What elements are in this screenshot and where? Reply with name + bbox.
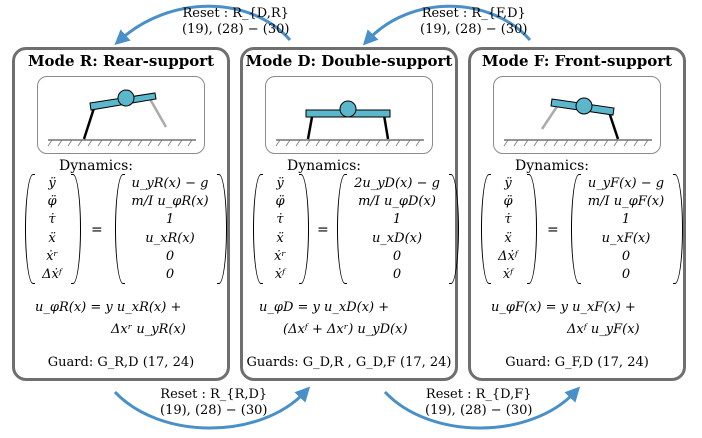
arrow-d-to-r (114, 4, 292, 46)
mode-d-title: Mode D: Double-support (245, 52, 453, 70)
robot-illustration-front (493, 76, 661, 154)
front-leg-swing (148, 98, 168, 128)
reset-fd-title: Reset : R_{F,D} (421, 6, 526, 21)
mode-f-control-line1: u_φF(x) = y u_xF(x) + (491, 300, 636, 315)
mode-f-title: Mode F: Front-support (481, 52, 673, 70)
reset-df-title: Reset : R_{D,F} (425, 387, 532, 402)
reset-fd-equations: (19), (28) − (30) (420, 22, 528, 37)
mode-f-guard: Guard: G_F,D (17, 24) (505, 355, 649, 370)
reset-df-equations: (19), (28) − (30) (425, 403, 533, 418)
mode-d-control-line2: (Δxᶠ + Δxʳ) u_yD(x) (283, 322, 408, 337)
mode-r-control-line1: u_φR(x) = y u_xR(x) + (35, 300, 182, 315)
reset-dr-equations: (19), (28) − (30) (182, 22, 290, 37)
mode-d-guard: Guards: G_D,R , G_D,F (17, 24) (246, 355, 452, 370)
mode-r-guard: Guard: G_R,D (17, 24) (47, 355, 195, 370)
rear-leg-swing (540, 104, 560, 130)
reset-label-fd: Reset : R_{F,D} (19), (28) − (30) (420, 6, 527, 38)
mode-d-dynamics-label: Dynamics: (287, 158, 361, 174)
reset-label-rd: Reset : R_{R,D} (19), (28) − (30) (160, 387, 267, 419)
mode-f-control-line2: Δxᶠ u_yF(x) (567, 322, 640, 337)
reset-rd-title: Reset : R_{R,D} (160, 387, 268, 402)
arrow-f-to-d (362, 4, 532, 46)
front-leg (607, 111, 620, 140)
mode-r-title: Mode R: Rear-support (27, 52, 215, 70)
reset-label-dr: Reset : R_{D,R} (19), (28) − (30) (182, 6, 289, 38)
reset-rd-equations: (19), (28) − (30) (160, 403, 268, 418)
robot-illustration-double (265, 76, 433, 154)
mode-r-control-line2: Δxʳ u_yR(x) (111, 322, 186, 337)
mode-r-dynamics-label: Dynamics: (59, 158, 133, 174)
reset-label-df: Reset : R_{D,F} (19), (28) − (30) (425, 387, 532, 419)
arrow-d-to-f (383, 386, 581, 430)
mode-f-dynamics-label: Dynamics: (515, 158, 589, 174)
reset-dr-title: Reset : R_{D,R} (182, 6, 289, 21)
rear-leg (82, 107, 96, 140)
mode-d-control-line1: u_φD = y u_xD(x) + (259, 300, 390, 315)
robot-illustration-rear (37, 76, 205, 154)
arrow-r-to-d (113, 386, 311, 430)
